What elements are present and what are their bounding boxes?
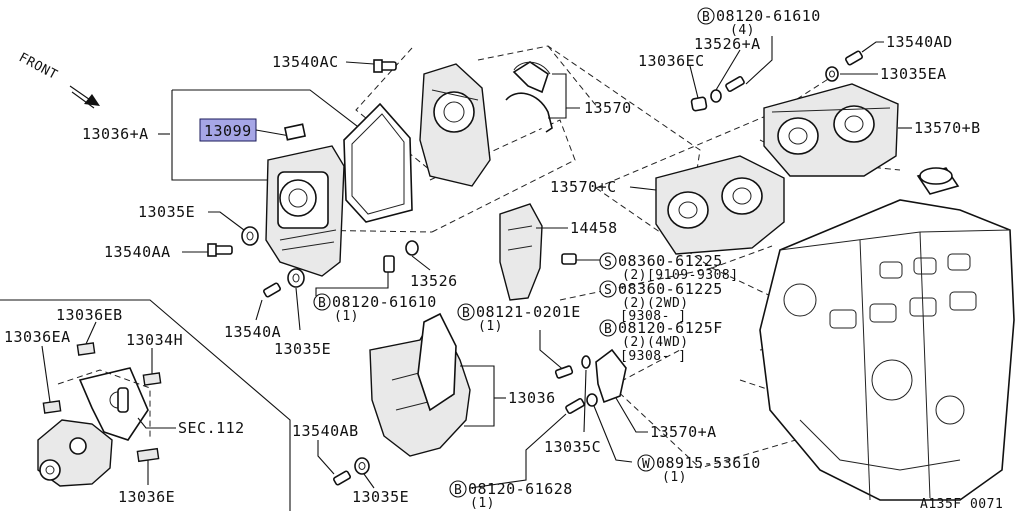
- label-08915-53610: 08915-53610: [656, 454, 761, 472]
- label-13570: 13570: [584, 99, 632, 117]
- part-08915-53610-washer: W 08915-53610 (1): [586, 393, 761, 485]
- label-08121-0201e: 08121-0201E: [476, 303, 581, 321]
- label-08120-61610-top: 08120-61610: [716, 7, 821, 25]
- part-13540ac-bolt: 13540AC: [272, 53, 397, 73]
- label-13035ea-top: 13035EA: [880, 65, 947, 83]
- gasket-13036eb-piece: [76, 342, 96, 356]
- lower-timing-cover-part: [265, 145, 345, 277]
- label-sec112: SEC.112: [178, 419, 245, 437]
- label-13035c: 13035C: [544, 438, 601, 456]
- label-08120-61610-mid: 08120-61610: [332, 293, 437, 311]
- label-08120-6125f-range: [9308- ]: [620, 349, 687, 364]
- part-13540ad-bolt: 13540AD: [845, 33, 953, 66]
- part-13035e-washer-mid: 13035E: [274, 268, 331, 358]
- marker-s-a: S: [604, 255, 612, 270]
- label-14458: 14458: [570, 219, 618, 237]
- part-13570-brackets: 13570: [505, 61, 632, 133]
- part-13035e-washer-left: 13035E: [138, 203, 259, 246]
- label-08120-6125f: 08120-6125F: [618, 319, 723, 337]
- gasket-13034h-piece: [142, 372, 162, 386]
- cover-assembly-13036a: 13099 13036+A: [82, 89, 413, 277]
- part-14458-bracket: 14458: [499, 203, 618, 301]
- label-13540aa: 13540AA: [104, 243, 171, 261]
- label-13035e-b: 13035E: [274, 340, 331, 358]
- part-13035ea-washer-top: 13035EA: [825, 65, 947, 83]
- front-arrow-icon: [84, 94, 100, 106]
- part-13036-front-cover: 13036: [369, 312, 556, 457]
- part-13035e-washer-low: 13035E: [352, 457, 409, 506]
- label-08360-61225-a: 08360-61225: [618, 252, 723, 270]
- marker-b-mid: B: [318, 296, 326, 311]
- label-08360-61225-b-note: (2)(2WD): [622, 296, 689, 311]
- gasket-13036ea-piece: [42, 400, 62, 414]
- marker-b-6125f: B: [604, 322, 612, 337]
- marker-w: W: [642, 457, 650, 472]
- label-08120-61610-mid-qty: (1): [334, 309, 359, 324]
- label-13035e-c: 13035E: [352, 488, 409, 506]
- gasket-frame-part: [343, 102, 413, 223]
- label-08120-6125f-note: (2)(4WD): [622, 335, 689, 350]
- label-08121-0201e-qty: (1): [478, 319, 503, 334]
- marker-b-61628: B: [454, 483, 462, 498]
- label-08915-53610-qty: (1): [662, 470, 687, 485]
- label-13540ad: 13540AD: [886, 33, 953, 51]
- label-13036a: 13036+A: [82, 125, 149, 143]
- part-13526a-stud: 13526+A: [694, 35, 761, 103]
- engine-block-part: [759, 167, 1015, 501]
- part-13540ab-bolt: 13540AB: [292, 422, 359, 486]
- label-13540a: 13540A: [224, 323, 281, 341]
- gasket-13036e-piece: [136, 447, 160, 463]
- label-08360-61225-a-note: (2)[9109-9308]: [622, 268, 739, 283]
- part-08120-6125f-bolt: B 08120-6125F (2)(4WD) [9308- ]: [599, 319, 723, 364]
- label-13540ab: 13540AB: [292, 422, 359, 440]
- marker-b-08121: B: [462, 306, 470, 321]
- marker-b-top: B: [702, 10, 710, 25]
- label-08120-61628-qty: (1): [470, 496, 495, 511]
- part-13035c-washer: 13035C: [544, 355, 601, 456]
- label-08360-61225-b-range: [9308- ]: [620, 309, 687, 324]
- part-08120-61610-bolt-top: B 08120-61610 (4): [697, 7, 821, 93]
- rear-timing-plate-part: [419, 63, 491, 187]
- label-13036: 13036: [508, 389, 556, 407]
- label-13526: 13526: [410, 272, 458, 290]
- label-13570a: 13570+A: [650, 423, 717, 441]
- marker-s-b: S: [604, 283, 612, 298]
- label-13035e-a: 13035E: [138, 203, 195, 221]
- part-13570b-cover: 13570+B: [763, 83, 981, 177]
- label-13526a: 13526+A: [694, 35, 761, 53]
- diagram-id: A135F 0071: [920, 497, 1003, 511]
- part-13540a-bolt: 13540A: [224, 282, 281, 341]
- part-08120-61610-bolt-mid: B 08120-61610 (1): [313, 255, 437, 324]
- label-13034h: 13034H: [126, 331, 183, 349]
- label-13036e: 13036E: [118, 488, 175, 506]
- label-13570b: 13570+B: [914, 119, 981, 137]
- part-08121-0201e-bolt: B 08121-0201E (1): [457, 303, 581, 379]
- label-13036ea: 13036EA: [4, 328, 71, 346]
- label-13570c: 13570+C: [550, 178, 617, 196]
- part-08360-61225-screw: S 08360-61225 (2)[9109-9308] S 08360-612…: [561, 252, 739, 324]
- part-13540aa-bolt: 13540AA: [104, 243, 233, 261]
- water-pump-part: [37, 367, 149, 487]
- front-direction-indicator: FRONT: [16, 50, 100, 109]
- label-08120-61610-top-qty: (4): [730, 23, 755, 38]
- part-13036ec-gasket: 13036EC: [638, 52, 708, 112]
- part-13570c-cover: 13570+C: [550, 155, 785, 255]
- label-08360-61225-b: 08360-61225: [618, 280, 723, 298]
- part-08120-61628-bolt: B 08120-61628 (1): [449, 397, 585, 511]
- part-13570a-bracket: 13570+A: [595, 348, 717, 441]
- part-13526-stud: 13526: [405, 240, 458, 290]
- label-13036eb: 13036EB: [56, 306, 123, 324]
- front-label: FRONT: [16, 50, 60, 83]
- label-13540ac: 13540AC: [272, 53, 339, 71]
- label-13099: 13099: [204, 122, 252, 140]
- label-13036ec: 13036EC: [638, 52, 705, 70]
- label-08120-61628: 08120-61628: [468, 480, 573, 498]
- water-pump-inset: 13036EB 13036EA 13034H SEC.112 13036E: [0, 299, 291, 511]
